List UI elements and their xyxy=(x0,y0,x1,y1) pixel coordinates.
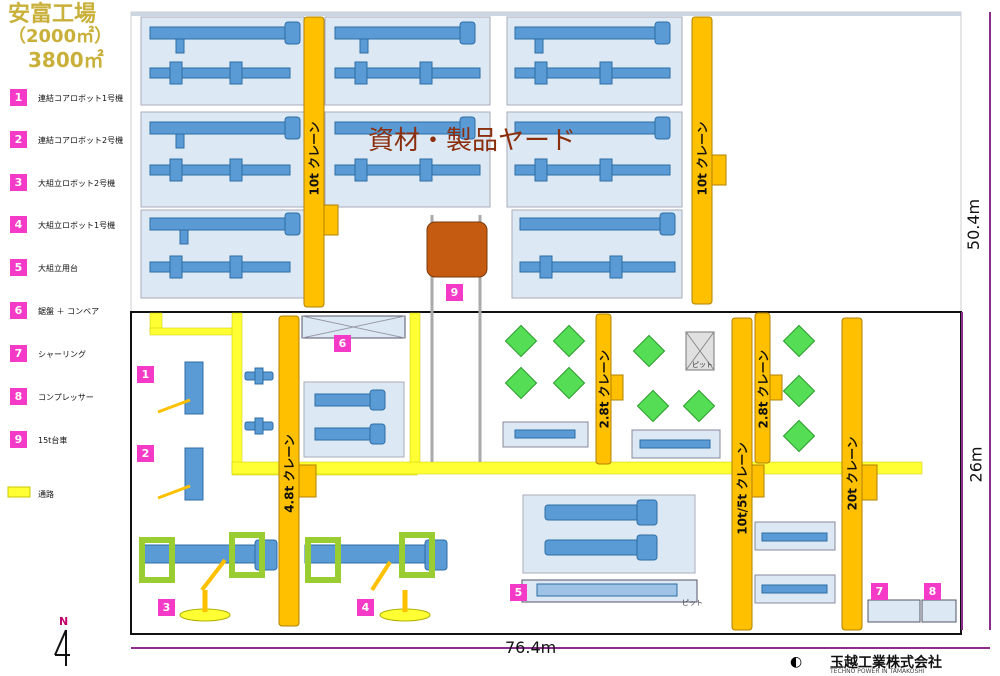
legend-text: シャーリング xyxy=(38,350,86,359)
marker-9: 9 xyxy=(446,284,463,301)
legend-text: 鋸盤 ＋ コンベア xyxy=(38,307,100,316)
legend-passage-swatch xyxy=(7,486,31,498)
marker-8: 8 xyxy=(924,583,941,600)
green-units xyxy=(504,324,816,453)
legend-text: 連結コアロボット1号機 xyxy=(38,94,124,103)
crane-label: 4.8t クレーン xyxy=(282,434,297,513)
upper-equipment-panels xyxy=(140,16,683,299)
cart-15t xyxy=(426,221,488,278)
legend-text: 大組立ロボット1号機 xyxy=(38,221,116,230)
crane-label: 10t クレーン xyxy=(307,121,322,196)
legend-text: コンプレッサー xyxy=(38,393,94,402)
yard-label: 資材・製品ヤード xyxy=(368,126,577,156)
crane-label: 2.8t クレーン xyxy=(756,349,771,429)
legend-num: 5 xyxy=(10,259,27,276)
company-name: 玉越工業株式会社 xyxy=(830,655,942,671)
marker-6: 6 xyxy=(334,335,351,352)
marker-4: 4 xyxy=(357,599,374,616)
legend-num: 3 xyxy=(10,174,27,191)
height-dimension-lower: 26m xyxy=(966,446,986,483)
pit-label: ピット xyxy=(692,361,713,369)
marker-1: 1 xyxy=(137,366,154,383)
legend-num: 8 xyxy=(10,388,27,405)
crane-label: 10t/5t クレーン xyxy=(735,442,750,535)
upper-machines xyxy=(149,21,676,279)
shearing-box xyxy=(867,599,921,623)
legend-num: 6 xyxy=(10,302,27,319)
area-line: （2000㎡） xyxy=(8,26,113,47)
legend-num: 4 xyxy=(10,216,27,233)
crane-label: 2.8t クレーン xyxy=(597,349,612,429)
total-area: 3800㎡ xyxy=(28,48,104,72)
company-logo-icon: ◐ xyxy=(790,654,803,670)
crane-label: 20t クレーン xyxy=(845,436,860,511)
marker-2: 2 xyxy=(137,445,154,462)
legend-text: 連結コアロボット2号機 xyxy=(38,136,124,145)
marker-3: 3 xyxy=(158,599,175,616)
legend-text: 大組立ロボット2号機 xyxy=(38,179,116,188)
height-dimension-total: 50.4m xyxy=(964,198,984,251)
width-dimension: 76.4m xyxy=(505,638,557,657)
marker-7: 7 xyxy=(871,583,888,600)
marker-5: 5 xyxy=(510,584,527,601)
compass xyxy=(54,629,70,666)
crane-rails xyxy=(278,16,878,631)
pit-label: ピット xyxy=(682,599,703,607)
legend-passage-label: 通路 xyxy=(38,490,54,499)
legend-text: 15t台車 xyxy=(38,436,68,445)
legend-num: 9 xyxy=(10,431,27,448)
legend-num: 1 xyxy=(10,89,27,106)
compass-label: N xyxy=(59,615,69,628)
dimension-lines xyxy=(131,12,991,649)
legend-text: 大組立用台 xyxy=(38,264,78,273)
compressor-box xyxy=(921,599,957,623)
page-title: 安富工場 xyxy=(8,2,97,27)
company-tagline: TECHNO POWER IN TAMAKOSHI xyxy=(830,668,925,675)
legend-num: 7 xyxy=(10,345,27,362)
crane-label: 10t クレーン xyxy=(695,121,710,196)
legend-num: 2 xyxy=(10,131,27,148)
lower-panel-a xyxy=(303,381,405,458)
